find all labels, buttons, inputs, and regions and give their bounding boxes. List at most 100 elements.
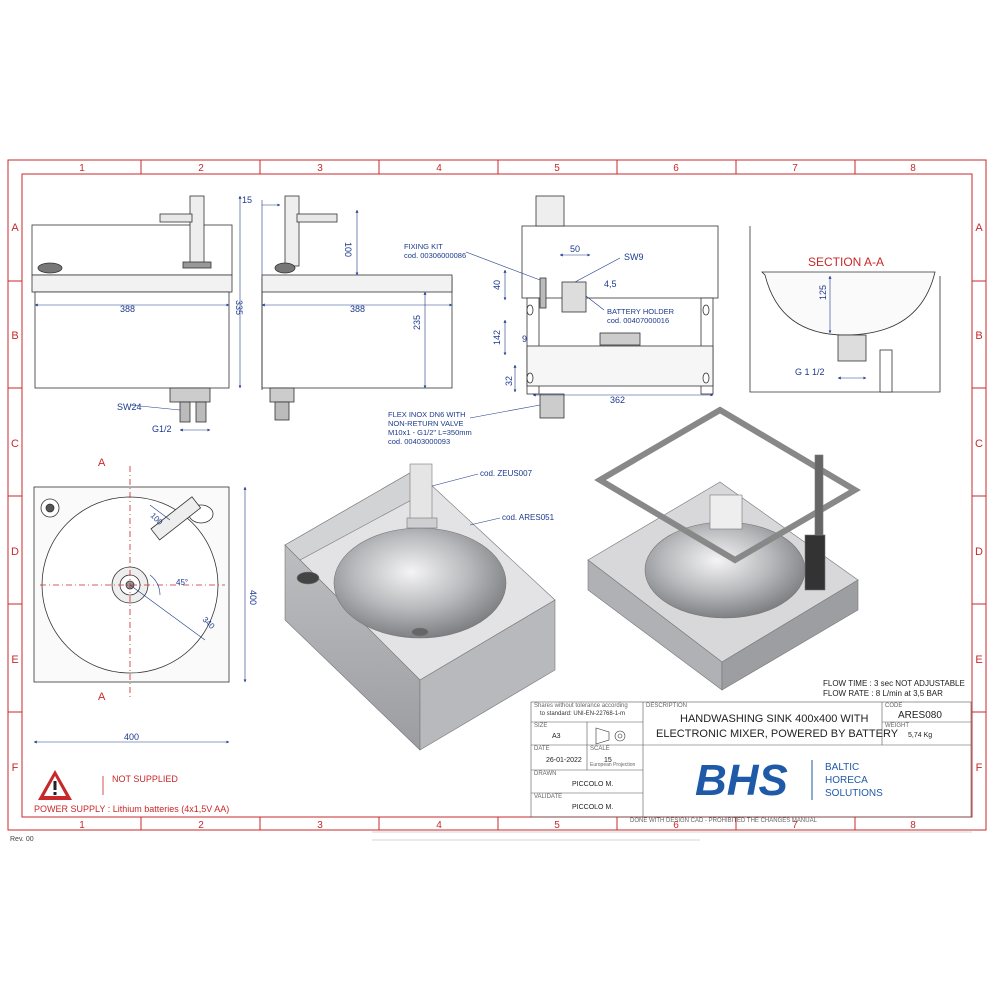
size-label: SIZE — [534, 723, 548, 729]
front-view — [31, 195, 233, 423]
grid-col-2-bottom: 2 — [198, 820, 204, 831]
dim-side-offset: 15 — [242, 195, 252, 205]
grid-col-6-bottom: 6 — [673, 820, 679, 831]
grid-row-c: C — [11, 438, 19, 450]
grid-row-f-right: F — [976, 762, 983, 774]
grid-row-a-right: A — [975, 222, 983, 234]
callout-battery-holder: BATTERY HOLDER — [607, 307, 675, 316]
revision-label: Rev. 00 — [10, 836, 34, 843]
grid-col-8: 8 — [910, 163, 916, 174]
size-value: A3 — [552, 733, 561, 740]
dim-top-45: 45° — [176, 578, 188, 587]
grid-row-d: D — [11, 546, 19, 558]
grid-row-b: B — [11, 330, 18, 342]
callout-flex-line2: NON-RETURN VALVE — [388, 419, 464, 428]
dim-front-width: 388 — [120, 304, 135, 314]
dim-rear-142: 142 — [492, 330, 502, 345]
grid-col-6: 6 — [673, 163, 679, 174]
bhs-logo-line2: HORECA — [825, 775, 868, 786]
isometric-sink-view — [284, 463, 556, 751]
bhs-logo-line1: BALTIC — [825, 762, 859, 773]
drawn-value: PICCOLO M. — [572, 781, 614, 788]
section-marker-top: A — [98, 457, 106, 469]
drawn-label: DRAWN — [534, 771, 557, 777]
scale-value: 15 — [604, 757, 612, 764]
top-centerlines — [40, 466, 225, 700]
dim-sw9: SW9 — [624, 252, 644, 262]
dim-front-height: 335 — [234, 300, 244, 315]
section-marker-bottom: A — [98, 691, 106, 703]
grid-row-e: E — [11, 654, 18, 666]
side-dimension-lines — [261, 200, 453, 389]
dim-side-100: 100 — [343, 242, 353, 257]
isometric-underside-view — [587, 406, 861, 691]
warning-icon — [38, 770, 72, 800]
footer-note: DONE WITH DESIGN CAD - PROHIBITED THE CH… — [630, 818, 817, 824]
note-flow-rate: FLOW RATE : 8 L/min at 3,5 BAR — [823, 689, 943, 698]
code-value: ARES080 — [898, 710, 942, 721]
callout-fixing-kit-code: cod. 00306000086 — [404, 251, 466, 260]
section-title: SECTION A-A — [808, 255, 884, 269]
callout-flex-line3: M10x1 - G1/2" L=350mm — [388, 428, 472, 437]
dim-rear-45: 4,5 — [604, 279, 617, 289]
drawing-frame — [7, 159, 987, 831]
callout-flex-line1: FLEX INOX DN6 WITH — [388, 410, 466, 419]
isometric-callout-lines — [431, 473, 501, 526]
dim-top-height: 400 — [248, 590, 258, 605]
dim-rear-9: 9 — [522, 334, 527, 344]
rear-view — [521, 195, 719, 419]
grid-col-1-bottom: 1 — [79, 820, 85, 831]
bhs-logo: BHS — [695, 756, 788, 805]
grid-col-4-bottom: 4 — [436, 820, 442, 831]
rear-dimension-lines — [465, 251, 714, 419]
dim-rear-50: 50 — [570, 244, 580, 254]
date-value: 26-01-2022 — [546, 757, 582, 764]
section-a-a-view — [749, 226, 941, 393]
dim-rear-32: 32 — [504, 376, 514, 386]
description-line1: HANDWASHING SINK 400x400 WITH — [680, 713, 869, 725]
description-line2: ELECTRONIC MIXER, POWERED BY BATTERY — [656, 728, 899, 740]
weight-value: 5,74 Kg — [908, 732, 933, 739]
dim-section-g112: G 1 1/2 — [795, 367, 825, 377]
description-label: DESCRIPTION — [646, 703, 688, 709]
grid-col-3-bottom: 3 — [317, 820, 323, 831]
validate-value: PICCOLO M. — [572, 804, 614, 811]
tolerance-line2: to standard: UNI-EN-22768-1-m — [540, 711, 626, 717]
weight-label: WEIGHT — [885, 723, 909, 729]
top-dimension-lines — [33, 486, 247, 744]
callout-fixing-kit: FIXING KIT — [404, 242, 443, 251]
dim-rear-40: 40 — [492, 280, 502, 290]
side-view — [261, 195, 453, 421]
callout-battery-holder-code: cod. 00407000016 — [607, 316, 669, 325]
grid-col-2: 2 — [198, 163, 204, 174]
date-label: DATE — [534, 746, 550, 752]
grid-col-5: 5 — [554, 163, 560, 174]
projection-label: European Projection — [590, 762, 636, 768]
dim-sw24: SW24 — [117, 402, 142, 412]
note-flow-time: FLOW TIME : 3 sec NOT ADJUSTABLE — [823, 679, 965, 688]
front-dimension-lines — [34, 195, 242, 432]
note-not-supplied: NOT SUPPLIED — [112, 774, 178, 784]
dim-side-235: 235 — [412, 315, 422, 330]
grid-col-7-bottom: 7 — [792, 820, 798, 831]
callout-flex-line4: cod. 00403000093 — [388, 437, 450, 446]
grid-col-4: 4 — [436, 163, 442, 174]
grid-col-7: 7 — [792, 163, 798, 174]
top-view — [33, 486, 230, 683]
bhs-logo-line3: SOLUTIONS — [825, 788, 883, 799]
grid-col-8-bottom: 8 — [910, 820, 916, 831]
section-dimension-lines — [828, 275, 867, 380]
grid-col-1: 1 — [79, 163, 85, 174]
grid-row-e-right: E — [975, 654, 982, 666]
grid-row-f: F — [12, 762, 19, 774]
projection-symbol-icon — [595, 727, 626, 745]
dim-g12: G1/2 — [152, 424, 172, 434]
grid-row-b-right: B — [975, 330, 982, 342]
grid-row-c-right: C — [975, 438, 983, 450]
tolerance-line1: Shares without tolerance according — [534, 703, 628, 709]
callout-cod-ares051: cod. ARES051 — [502, 513, 555, 522]
dim-top-width: 400 — [124, 732, 139, 742]
note-power-supply: POWER SUPPLY : Lithium batteries (4x1,5V… — [34, 804, 229, 814]
grid-col-3: 3 — [317, 163, 323, 174]
